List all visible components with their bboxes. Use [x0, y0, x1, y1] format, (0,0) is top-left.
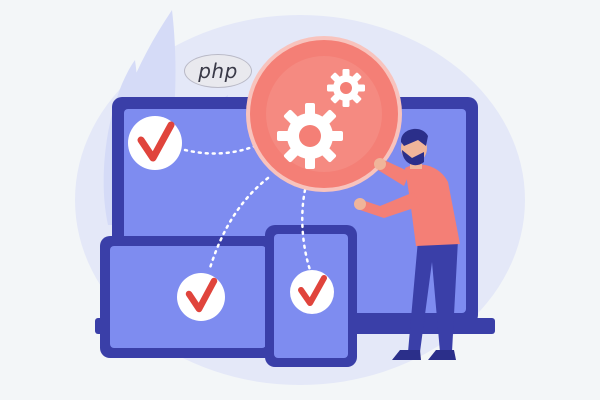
person-arm	[360, 192, 420, 218]
person-hand	[354, 198, 366, 210]
dotted-connectors	[183, 144, 312, 272]
gear-icon	[327, 69, 365, 107]
person-hair	[400, 128, 428, 146]
php-badge: php	[184, 54, 252, 88]
check-icon	[290, 270, 334, 314]
gear-icon	[277, 103, 343, 169]
check-icon	[128, 116, 182, 170]
person-arm	[378, 160, 410, 186]
person-legs	[408, 240, 458, 352]
person-hand	[374, 158, 386, 170]
person	[354, 128, 460, 360]
person-shoe	[428, 350, 456, 360]
person-torso	[405, 164, 460, 246]
php-badge-label: php	[198, 59, 238, 83]
check-icon	[177, 273, 225, 321]
person-shoe	[392, 350, 421, 360]
person-beard	[402, 150, 424, 166]
